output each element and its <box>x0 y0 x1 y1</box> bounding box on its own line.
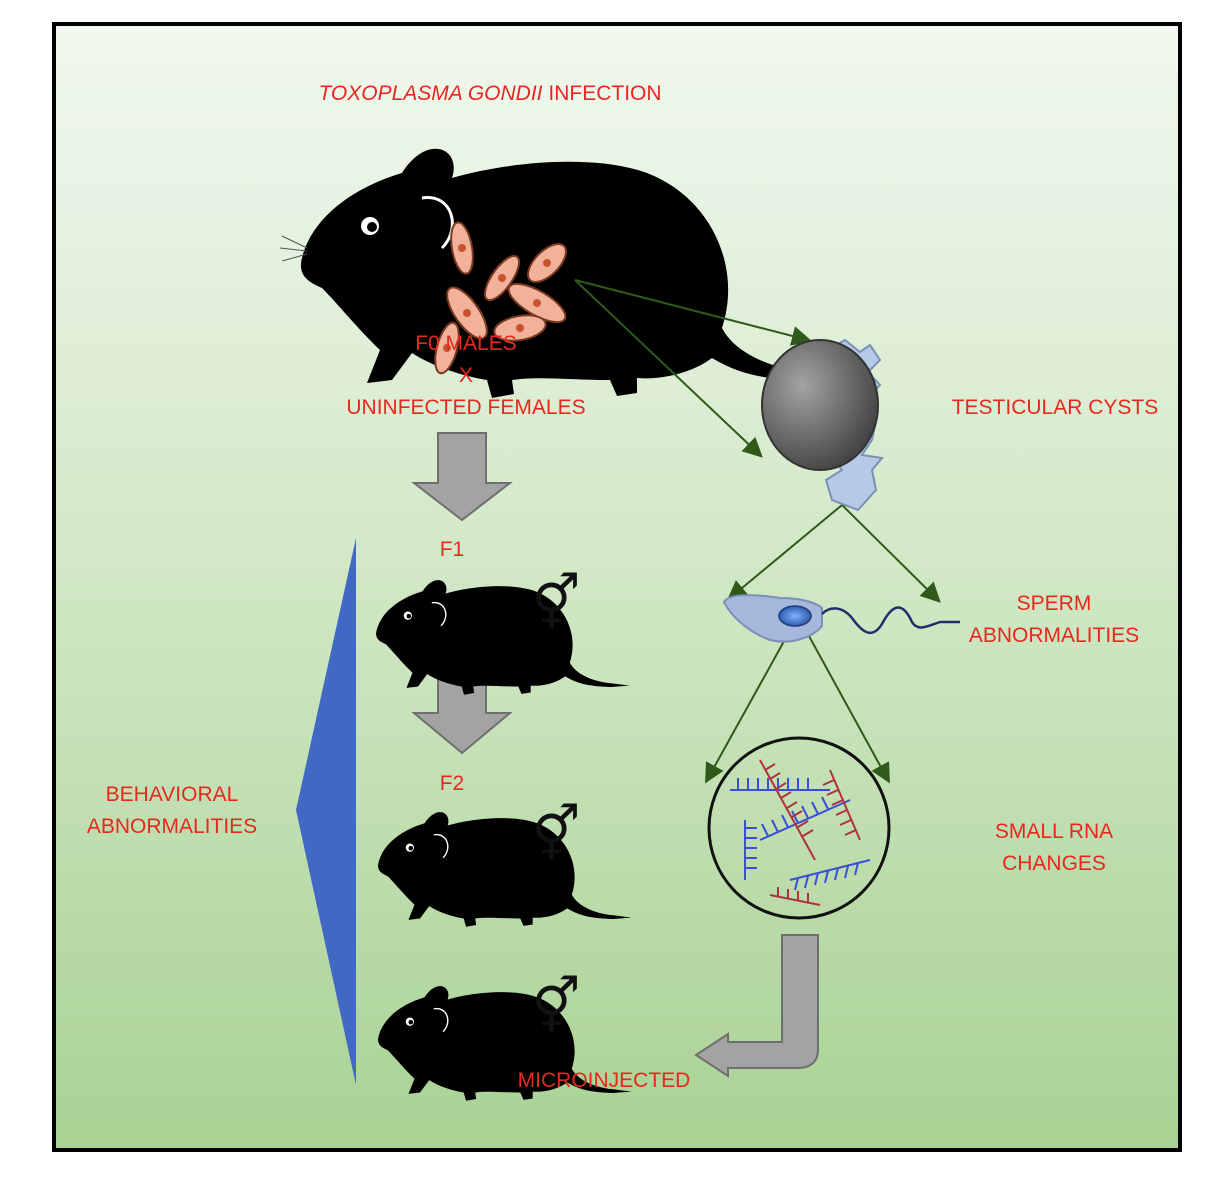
figure-title: TOXOPLASMA GONDII INFECTION <box>318 82 661 105</box>
title-organism: TOXOPLASMA GONDII <box>318 82 542 105</box>
sperm-label-2: ABNORMALITIES <box>969 624 1139 647</box>
title-suffix: INFECTION <box>543 82 662 105</box>
sex-symbol-microinjected: ⚥ <box>532 975 581 1038</box>
sperm-icon <box>722 594 960 643</box>
microinjected-label: MICROINJECTED <box>518 1069 691 1092</box>
f2-label: F2 <box>440 772 465 795</box>
cross-label-f0: F0 MALES <box>415 332 517 355</box>
flow-arrows <box>574 279 941 784</box>
f2-mouse-icon <box>377 811 633 928</box>
whisker-icon <box>279 235 308 262</box>
generation-arrow-1 <box>411 432 513 522</box>
rna-label-1: SMALL RNA <box>995 820 1113 843</box>
behavior-wedge <box>296 538 356 1085</box>
cross-label-x: X <box>459 364 473 387</box>
microinjection-arrow <box>694 934 819 1078</box>
testis-icon <box>761 338 884 512</box>
cross-label-females: UNINFECTED FEMALES <box>346 396 585 419</box>
rna-label-2: CHANGES <box>1002 852 1106 875</box>
rna-circle-icon <box>707 736 891 920</box>
infected-mouse-icon <box>279 147 854 400</box>
testicular-cysts-label: TESTICULAR CYSTS <box>952 396 1159 419</box>
sex-symbol-f2: ⚥ <box>532 803 581 866</box>
sperm-label-1: SPERM <box>1017 592 1092 615</box>
sex-symbol-f1: ⚥ <box>532 572 581 635</box>
f1-mouse-icon <box>375 579 631 696</box>
parasite-icon <box>434 221 567 375</box>
behavior-label-1: BEHAVIORAL <box>106 783 239 806</box>
f1-label: F1 <box>440 538 465 561</box>
behavior-label-2: ABNORMALITIES <box>87 815 257 838</box>
